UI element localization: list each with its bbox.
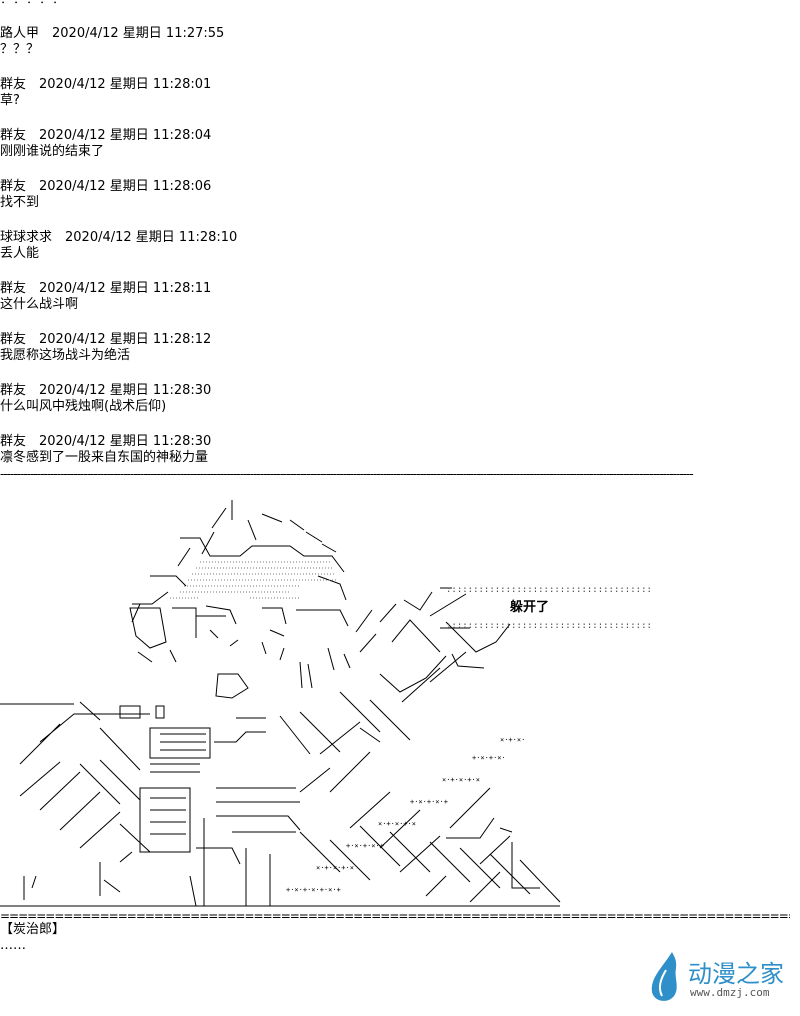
message-body: 丢人能	[0, 246, 40, 261]
message-header: 群友 2020/4/12 星期日 11:28:06	[0, 179, 212, 194]
speaker-line: ……	[0, 938, 26, 953]
ascii-art-drawing: +·×·+·×·+·×·+ ×·+·×·+·× +·×·+·×·+ ×·+·×·…	[0, 500, 561, 907]
message-header: 群友 2020/4/12 星期日 11:28:12	[0, 332, 212, 347]
svg-text:×·+·×·: ×·+·×·	[500, 736, 525, 744]
message-body: ？？？	[0, 42, 40, 57]
message-header: 球球求求 2020/4/12 星期日 11:28:10	[0, 230, 238, 245]
equal-separator: ========================================…	[0, 910, 790, 922]
speaker-name: 【炭治郎】	[0, 922, 66, 937]
message-header: 群友 2020/4/12 星期日 11:28:04	[0, 128, 212, 143]
svg-text:+·×·+·×·+: +·×·+·×·+	[346, 842, 384, 850]
message-header: 群友 2020/4/12 星期日 11:28:30	[0, 434, 212, 449]
message-body: 这什么战斗啊	[0, 297, 79, 312]
svg-text:×·+·×·+·×: ×·+·×·+·×	[442, 776, 480, 784]
speech-bubble-text: 躲开了	[510, 600, 550, 615]
logo-text: 动漫之家	[688, 960, 784, 988]
logo-url: www.dmzj.com	[690, 986, 770, 999]
svg-text:+·×·+·×·+·×·+: +·×·+·×·+·×·+	[286, 886, 341, 894]
svg-text:×·+·×·+·×: ×·+·×·+·×	[316, 864, 354, 872]
message-body: 找不到	[0, 195, 40, 210]
bubble-dots-top: ::::::::::::::::::::::::::::::::::::::::…	[446, 586, 652, 595]
top-line: ？？？？？	[0, 0, 65, 8]
bubble-dots-bottom: ::::::::::::::::::::::::::::::::::::::::…	[446, 622, 652, 631]
svg-text:×·+·×·+·×: ×·+·×·+·×	[378, 820, 416, 828]
message-header: 群友 2020/4/12 星期日 11:28:11	[0, 281, 212, 296]
message-body: 我愿称这场战斗为绝活	[0, 348, 131, 363]
droplet-logo-icon	[651, 952, 677, 1001]
svg-text:+·×·+·×·: +·×·+·×·	[472, 754, 506, 762]
message-body: 什么叫风中残烛啊(战术后仰)	[0, 399, 167, 414]
message-header: 路人甲 2020/4/12 星期日 11:27:55	[0, 26, 225, 41]
message-body: 草?	[0, 93, 20, 108]
dash-separator: ----------------------------------------…	[0, 468, 694, 480]
message-header: 群友 2020/4/12 星期日 11:28:01	[0, 77, 212, 92]
ascii-art-illustration: +·×·+·×·+·×·+ ×·+·×·+·× +·×·+·×·+ ×·+·×·…	[0, 492, 800, 912]
svg-text:+·×·+·×·+: +·×·+·×·+	[410, 798, 448, 806]
message-header: 群友 2020/4/12 星期日 11:28:30	[0, 383, 212, 398]
message-body: 刚刚谁说的结束了	[0, 144, 105, 159]
message-body: 凛冬感到了一股来自东国的神秘力量	[0, 450, 209, 465]
site-logo: 动漫之家 www.dmzj.com	[644, 950, 794, 1006]
